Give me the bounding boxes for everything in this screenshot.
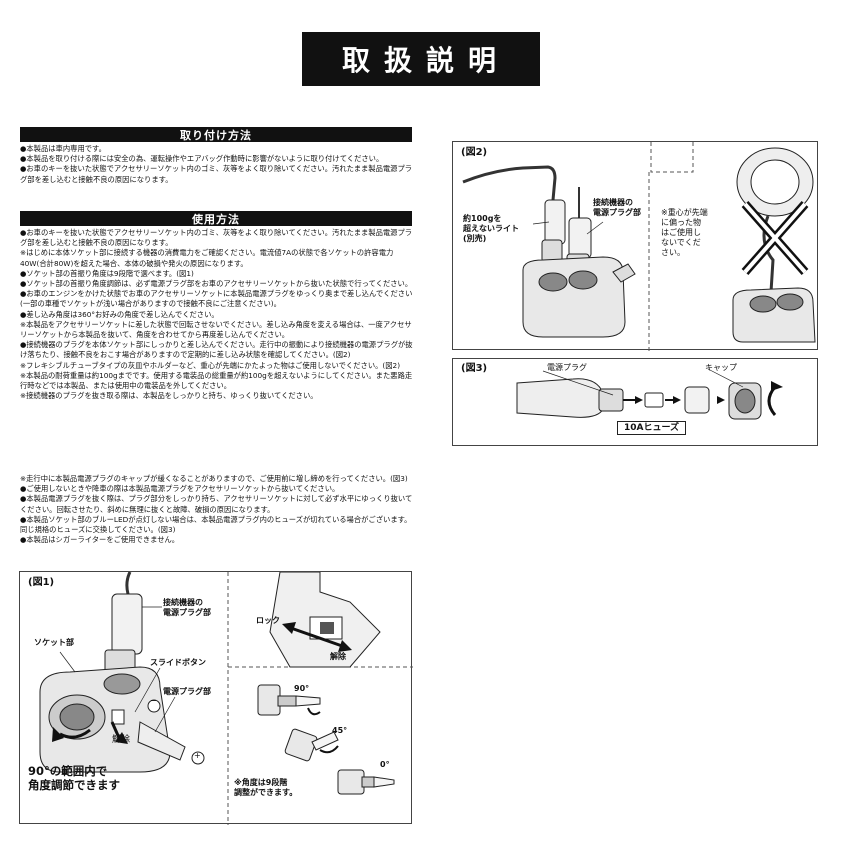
fig1-angle-note: ※角度は9段階 調整ができます。	[234, 778, 298, 797]
fig1-release2-label: 解除	[330, 652, 346, 661]
fig1-angle-0: 0°	[380, 760, 390, 769]
fig1-power-plug-label: 電源プラグ部	[163, 687, 211, 696]
fig2-light-label: 約100gを 超えないライト (別売)	[463, 214, 519, 243]
page-title: 取扱説明	[302, 32, 540, 86]
fig1-minus-symbol: −	[150, 696, 157, 705]
fig2-title: (図2)	[461, 147, 488, 158]
fig3-power-plug-label: 電源プラグ	[547, 363, 587, 372]
fig3-cap-label: キャップ	[705, 363, 737, 372]
figure-2: (図2) 約100gを 超えないライト (別売) 接続機器の 電源プラグ部 ※重…	[452, 141, 818, 351]
fig3-fuse-label: 10Aヒューズ	[617, 421, 687, 435]
fig2-warning-note: ※重心が先端 に偏った物 はご使用し ないでくだ さい。	[661, 208, 708, 257]
install-body: ●本製品は車内専用です。 ●本製品を取り付ける際には安全の為、運転操作やエアバッ…	[20, 144, 413, 184]
fig1-device-plug-label: 接続機器の 電源プラグ部	[163, 598, 211, 617]
fig1-slide-button-label: スライドボタン	[150, 658, 206, 667]
usage-body: ●お車のキーを抜いた状態でアクセサリーソケット内のゴミ、灰等をよく取り除いてくだ…	[20, 228, 413, 401]
fig3-title: (図3)	[461, 363, 488, 374]
fig2-illustration	[462, 142, 816, 351]
figure-3: (図3) 電源プラグ キャップ 10Aヒューズ	[452, 358, 818, 446]
fig1-angle-90: 90°	[294, 684, 310, 693]
fig1-lock-label: ロック	[256, 616, 280, 625]
fig1-socket-label: ソケット部	[34, 638, 74, 647]
fig1-release-label: 解除	[112, 735, 131, 745]
usage-heading: 使用方法	[20, 211, 412, 226]
fig2-device-plug-label: 接続機器の 電源プラグ部	[593, 198, 641, 217]
fig1-illustration	[39, 572, 413, 825]
figure-1: (図1)	[19, 571, 413, 825]
fig1-plus-symbol: +	[194, 751, 201, 760]
fig1-angle-45: 45°	[332, 726, 348, 735]
notes-body: ※走行中に本製品電源プラグのキャップが緩くなることがありますので、ご使用前に増し…	[20, 474, 413, 545]
install-heading: 取り付け方法	[20, 127, 412, 142]
fig1-title: (図1)	[28, 577, 55, 588]
fig3-illustration	[516, 368, 783, 420]
fig1-caption: 90°の範囲内で 角度調節できます	[28, 764, 120, 792]
